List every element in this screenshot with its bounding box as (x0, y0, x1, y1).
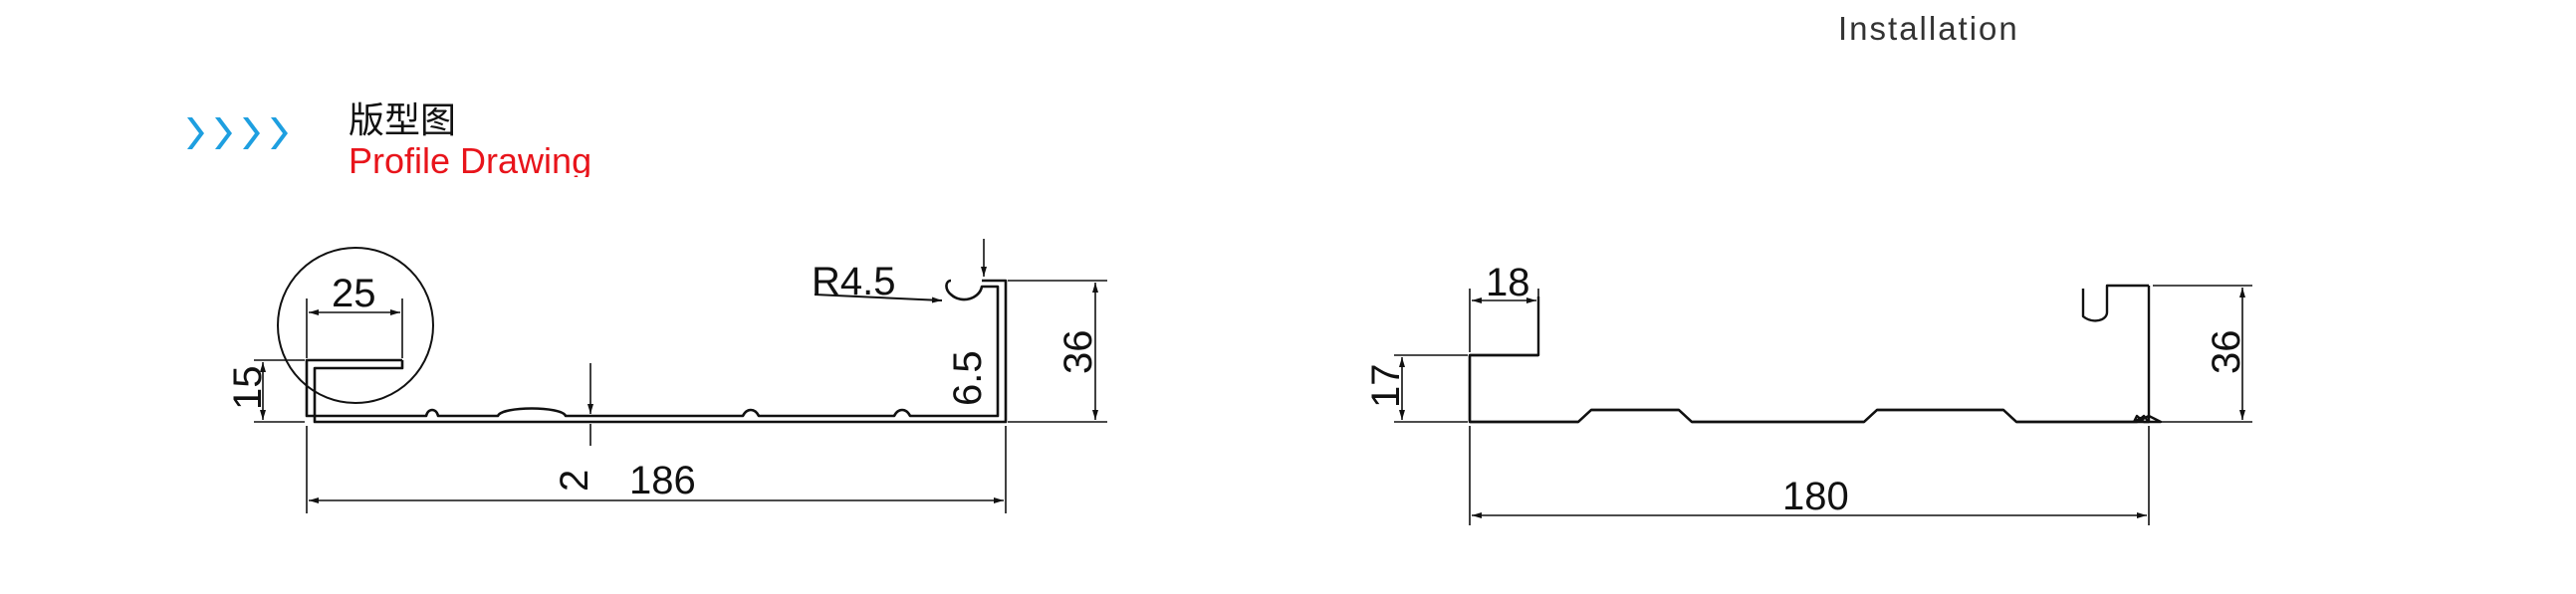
chevron-arrow-icon (187, 117, 288, 149)
dim-height: 36 (1056, 330, 1100, 375)
dim-flange-height: 17 (1364, 364, 1408, 409)
section-title-cn: 版型图 (349, 100, 457, 141)
dim-lip: 6.5 (946, 350, 990, 406)
right-profile-body (1468, 286, 2151, 424)
dim-width: 186 (629, 459, 696, 502)
dim-height: 36 (2205, 330, 2248, 375)
dim-flange: 18 (1486, 261, 1530, 304)
right-profile: 18 17 36 180 (1364, 261, 2252, 525)
section-header: 版型图 Profile Drawing (181, 92, 779, 181)
dim-width: 180 (1782, 475, 1849, 518)
installation-label: Installation (1838, 10, 2019, 47)
dim-rib: 2 (553, 470, 596, 492)
left-profile-outline (305, 279, 1008, 424)
left-profile: R4.5 25 15 6.5 36 2 186 (226, 239, 1107, 513)
radius-leader (814, 294, 943, 303)
dim-flange-height: 15 (226, 366, 270, 411)
dim-flange: 25 (332, 272, 376, 315)
detail-circle (277, 247, 434, 404)
section-title-en: Profile Drawing (349, 140, 592, 177)
right-profile-flange (1470, 297, 1540, 357)
dim-radius: R4.5 (812, 260, 896, 303)
right-profile-hook (2081, 284, 2149, 322)
chevron-arrows-icon (187, 117, 288, 149)
right-profile-outline (1468, 353, 2163, 424)
